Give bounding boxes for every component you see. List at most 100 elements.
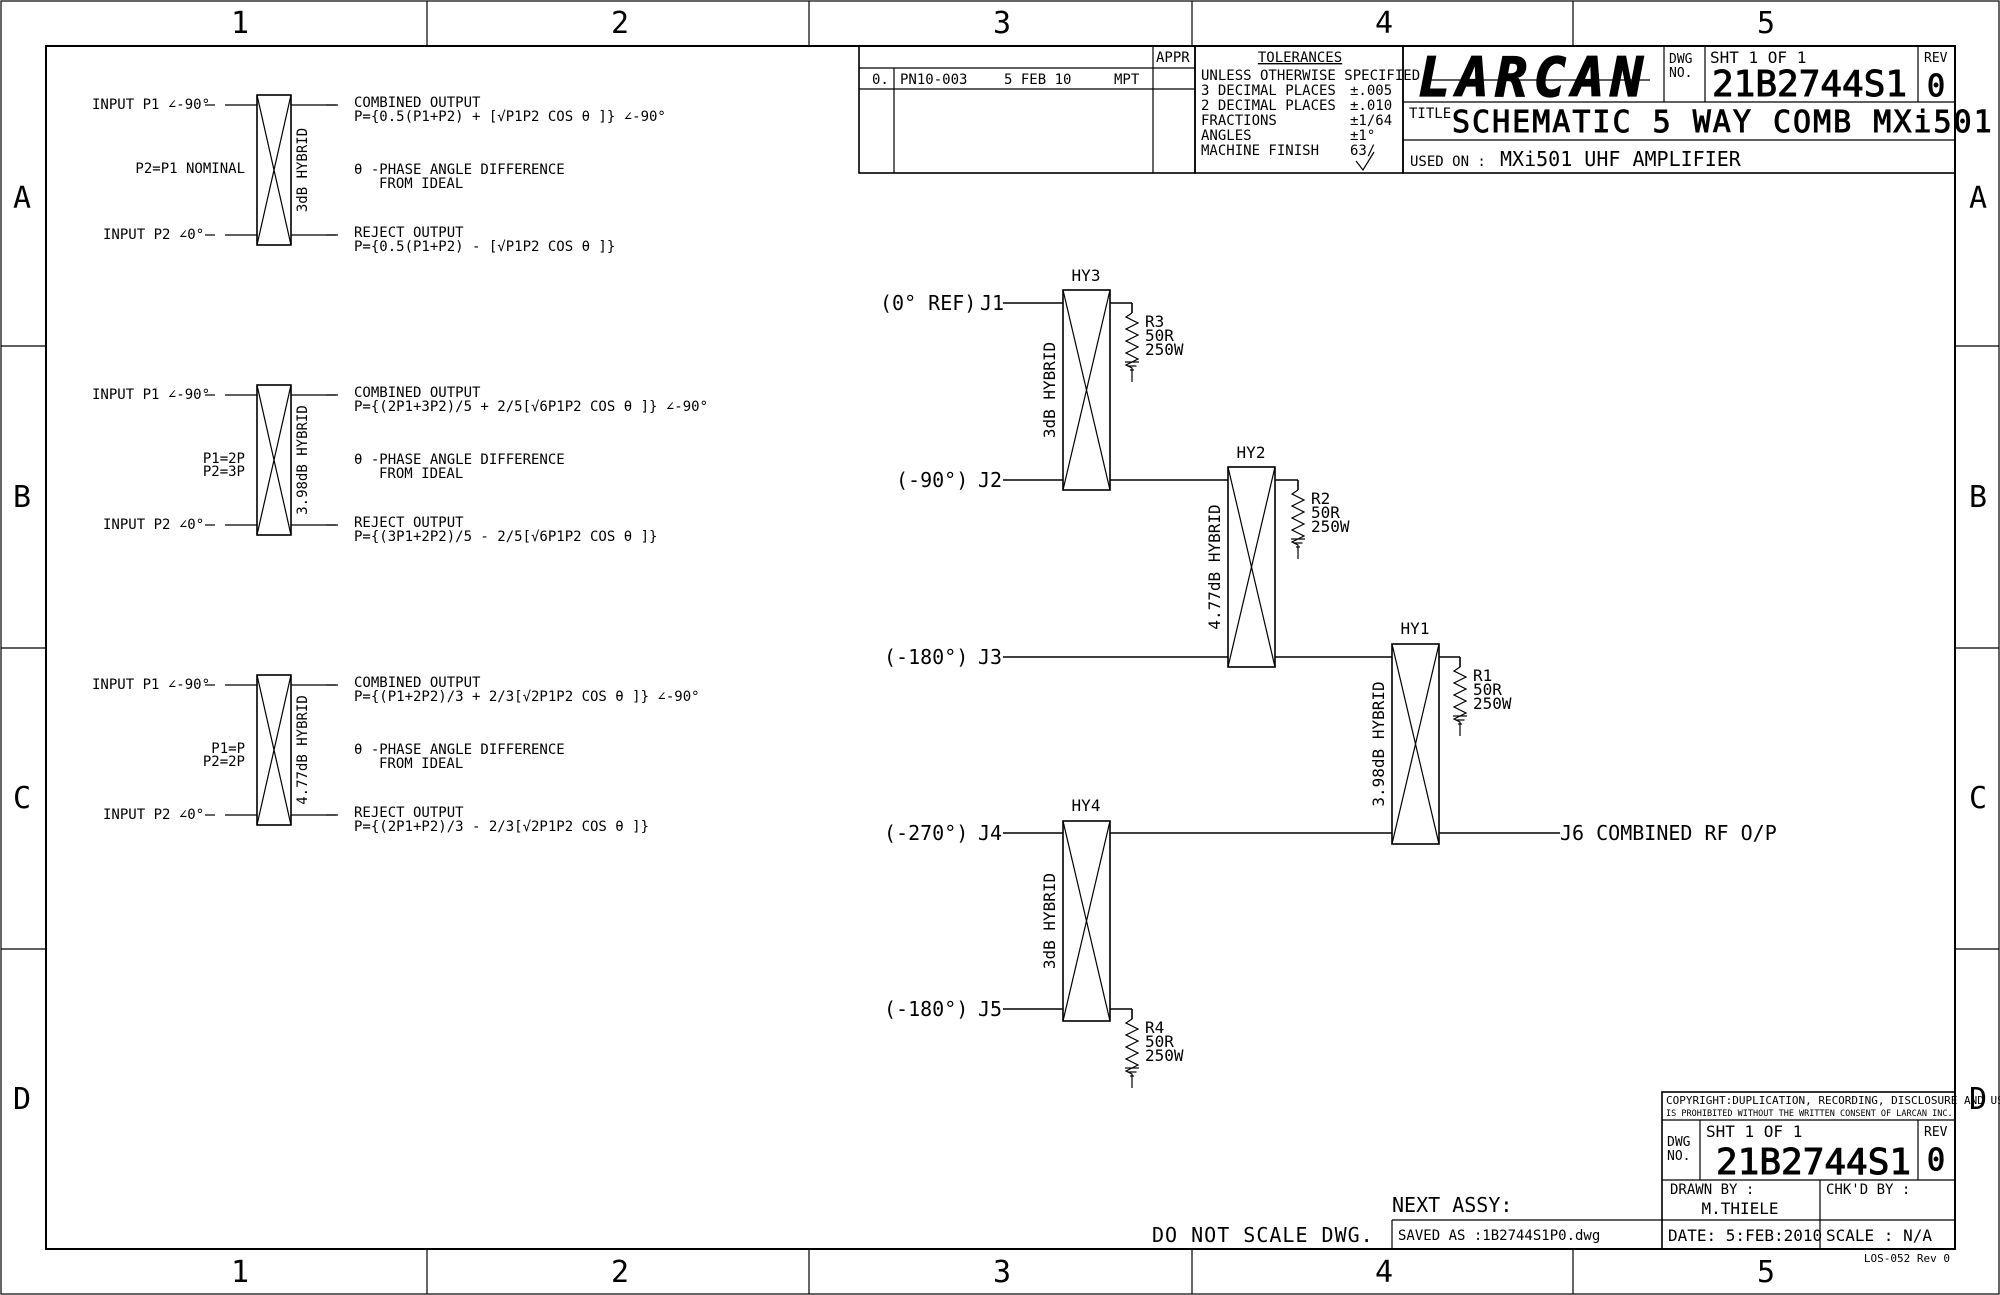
j2-jack: J2 bbox=[978, 468, 1002, 492]
j1-jack: J1 bbox=[980, 291, 1004, 315]
title-dwg-number: 21B2744S1 bbox=[1712, 64, 1907, 105]
row-label-b-left: B bbox=[13, 480, 31, 515]
title-block: LARCAN DWG NO. SHT 1 OF 1 21B2744S1 REV … bbox=[1402, 45, 1994, 174]
hy4-id: HY4 bbox=[1072, 796, 1101, 815]
tol-line-2: 3 DECIMAL PLACES bbox=[1201, 83, 1336, 99]
saved-as: SAVED AS :1B2744S1P0.dwg bbox=[1398, 1228, 1600, 1244]
row-dividers bbox=[1, 345, 1999, 950]
tol-value-5: ±1° bbox=[1350, 128, 1375, 144]
input-j5: (-180°) J5 bbox=[884, 997, 1002, 1021]
tol-line-3: 2 DECIMAL PLACES bbox=[1201, 98, 1336, 114]
title-rev-value: 0 bbox=[1927, 69, 1945, 104]
legend-note: P1=P bbox=[211, 741, 245, 757]
tol-value-2: ±.005 bbox=[1350, 83, 1392, 99]
col-label-4-top: 4 bbox=[1375, 6, 1393, 41]
rev-header-appr: APPR bbox=[1156, 50, 1190, 66]
finish-check-mark bbox=[1355, 151, 1375, 172]
j5-jack: J5 bbox=[978, 997, 1002, 1021]
legend-combined-title: COMBINED OUTPUT bbox=[354, 95, 481, 111]
hy3-id: HY3 bbox=[1072, 266, 1101, 285]
copyright-line2: IS PROHIBITED WITHOUT THE WRITTEN CONSEN… bbox=[1666, 1109, 1953, 1119]
scale-value: SCALE : N/A bbox=[1826, 1226, 1932, 1245]
col-label-2-bottom: 2 bbox=[611, 1255, 629, 1290]
legend-reject-formula: P={(3P1+2P2)/5 - 2/5[√6P1P2 COS θ ]} bbox=[354, 529, 657, 545]
row-label-a-left: A bbox=[13, 181, 31, 216]
combiner-schematic: HY3 3dB HYBRID HY2 4.77dB HYBRID HY1 3.9… bbox=[880, 266, 1777, 1088]
legend-phase-line2: FROM IDEAL bbox=[379, 466, 463, 482]
legend-hybrid-label: 3.98dB HYBRID bbox=[295, 405, 311, 515]
legend-combined-title: COMBINED OUTPUT bbox=[354, 675, 481, 691]
col-label-2-top: 2 bbox=[611, 6, 629, 41]
bottom-no-label: NO. bbox=[1667, 1149, 1690, 1164]
j4-jack: J4 bbox=[978, 821, 1002, 845]
legend-hybrid-3: INPUT P1 ∠-90°INPUT P2 ∠0°COMBINED OUTPU… bbox=[92, 674, 700, 835]
column-dividers bbox=[426, 1, 1574, 1294]
tolerances-title: TOLERANCES bbox=[1258, 50, 1342, 66]
legend-reject-title: REJECT OUTPUT bbox=[354, 805, 464, 821]
hybrid-hy2: HY2 4.77dB HYBRID bbox=[1205, 443, 1276, 668]
legend-combined-formula: P={(2P1+3P2)/5 + 2/5[√6P1P2 COS θ ]} ∠-9… bbox=[354, 399, 708, 415]
tolerances-block: TOLERANCES UNLESS OTHERWISE SPECIFIED 3 … bbox=[1194, 45, 1420, 174]
tol-value-3: ±.010 bbox=[1350, 98, 1392, 114]
j1-phase: (0° REF) bbox=[880, 291, 976, 315]
hy1-label: 3.98dB HYBRID bbox=[1369, 681, 1388, 806]
tol-line-6: MACHINE FINISH bbox=[1201, 143, 1319, 159]
revision-block: APPR 0. PN10-003 5 FEB 10 MPT bbox=[858, 45, 1196, 174]
legend-reject-title: REJECT OUTPUT bbox=[354, 515, 464, 531]
legend-input2: INPUT P2 ∠0° bbox=[103, 227, 204, 243]
row-label-c-left: C bbox=[13, 781, 31, 816]
load-id: R2 bbox=[1311, 489, 1330, 508]
j2-phase: (-90°) bbox=[896, 468, 968, 492]
bottom-rev-label: REV bbox=[1924, 1125, 1948, 1140]
load-watts: 250W bbox=[1145, 1046, 1184, 1065]
drawing-title: SCHEMATIC 5 WAY COMB MXi501 bbox=[1452, 105, 1994, 140]
hy2-label: 4.77dB HYBRID bbox=[1205, 504, 1224, 629]
tol-value-4: ±1/64 bbox=[1350, 113, 1392, 129]
rev-entry-date: 5 FEB 10 bbox=[1004, 72, 1071, 88]
hybrid-hy1: HY1 3.98dB HYBRID bbox=[1369, 619, 1440, 845]
input-j1: (0° REF) J1 bbox=[880, 291, 1004, 315]
hy4-label: 3dB HYBRID bbox=[1040, 873, 1059, 969]
do-not-scale-note: DO NOT SCALE DWG. bbox=[1152, 1223, 1374, 1247]
chkd-by-label: CHK'D BY : bbox=[1826, 1182, 1910, 1198]
load-id: R4 bbox=[1145, 1018, 1164, 1037]
form-number: LOS-052 Rev 0 bbox=[1864, 1252, 1950, 1265]
col-label-5-top: 5 bbox=[1757, 6, 1775, 41]
row-label-a-right: A bbox=[1969, 181, 1987, 216]
j3-phase: (-180°) bbox=[884, 645, 968, 669]
output-label: J6 COMBINED RF O/P bbox=[1560, 821, 1777, 845]
row-label-d-right: D bbox=[1969, 1082, 1987, 1117]
title-rev-label: REV bbox=[1924, 51, 1948, 66]
bottom-title-block: COPYRIGHT:DUPLICATION, RECORDING, DISCLO… bbox=[1661, 1091, 2000, 1265]
col-label-1-bottom: 1 bbox=[231, 1255, 249, 1290]
legend-combined-formula: P={0.5(P1+P2) + [√P1P2 COS θ ]} ∠-90° bbox=[354, 109, 666, 125]
bottom-dwg-number: 21B2744S1 bbox=[1716, 1142, 1911, 1183]
legend-hybrid-2: INPUT P1 ∠-90°INPUT P2 ∠0°COMBINED OUTPU… bbox=[92, 384, 708, 545]
load-ohms: 50R bbox=[1311, 503, 1340, 522]
hybrid-hy4: HY4 3dB HYBRID bbox=[1040, 796, 1111, 1022]
legend-note: P2=3P bbox=[203, 464, 245, 480]
col-label-5-bottom: 5 bbox=[1757, 1255, 1775, 1290]
drawn-by-value: M.THIELE bbox=[1701, 1199, 1778, 1218]
tol-line-5: ANGLES bbox=[1201, 128, 1252, 144]
hybrid-hy3: HY3 3dB HYBRID bbox=[1040, 266, 1111, 491]
load-ohms: 50R bbox=[1145, 326, 1174, 345]
next-assy-block: NEXT ASSY: DO NOT SCALE DWG. SAVED AS :1… bbox=[1152, 1193, 1662, 1249]
legend-hybrid-1: INPUT P1 ∠-90°INPUT P2 ∠0°COMBINED OUTPU… bbox=[92, 94, 666, 255]
bottom-rev-value: 0 bbox=[1927, 1143, 1945, 1178]
resistor-symbol bbox=[1124, 1018, 1140, 1088]
resistor-symbol bbox=[1290, 489, 1306, 559]
load-ohms: 50R bbox=[1473, 680, 1502, 699]
input-j3: (-180°) J3 bbox=[884, 645, 1002, 669]
larcan-logo: LARCAN bbox=[1418, 46, 1649, 109]
tol-line-1: UNLESS OTHERWISE SPECIFIED bbox=[1201, 68, 1420, 84]
drawn-by-label: DRAWN BY : bbox=[1670, 1182, 1754, 1198]
date-value: DATE: 5:FEB:2010 bbox=[1668, 1226, 1822, 1245]
load-watts: 250W bbox=[1473, 694, 1512, 713]
tol-line-4: FRACTIONS bbox=[1201, 113, 1277, 129]
col-label-4-bottom: 4 bbox=[1375, 1255, 1393, 1290]
used-on-value: MXi501 UHF AMPLIFIER bbox=[1500, 147, 1742, 171]
